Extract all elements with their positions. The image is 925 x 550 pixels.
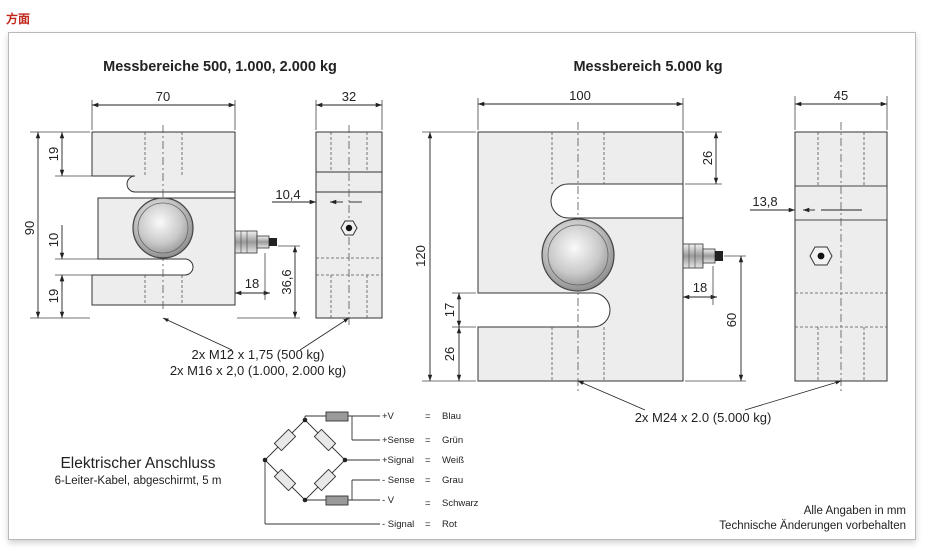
dim-right-bottom: 26 bbox=[442, 347, 457, 361]
right-cable-connector bbox=[682, 243, 723, 269]
dim-left-width: 70 bbox=[156, 89, 170, 104]
dim-left-offset: 18 bbox=[245, 276, 259, 291]
dim-right-top: 26 bbox=[700, 151, 715, 165]
wire-color-6: Rot bbox=[442, 519, 457, 530]
dim-right-width: 100 bbox=[569, 88, 591, 103]
left-thread-line-1: 2x M12 x 1,75 (500 kg) bbox=[192, 347, 325, 362]
left-hidden-lines bbox=[144, 132, 183, 305]
wire-signal-4: - Sense bbox=[382, 475, 415, 486]
bridge-nodes bbox=[262, 417, 348, 503]
wire-eq-6: = bbox=[425, 519, 431, 530]
wire-signal-6: - Signal bbox=[382, 519, 414, 530]
dim-right-offset: 18 bbox=[693, 280, 707, 295]
wire-color-2: Grün bbox=[442, 435, 463, 446]
electrical-title: Elektrischer Anschluss bbox=[60, 455, 215, 472]
dim-left-bottom: 19 bbox=[46, 289, 61, 303]
dim-right-conn: 60 bbox=[724, 313, 739, 327]
dim-left-height: 90 bbox=[22, 221, 37, 235]
bridge-circuit bbox=[264, 411, 380, 525]
wire-eq-2: = bbox=[425, 435, 431, 446]
wire-eq-1: = bbox=[425, 411, 431, 422]
wire-eq-3: = bbox=[425, 455, 431, 466]
wire-color-4: Grau bbox=[442, 475, 463, 486]
page-title: 方面 bbox=[6, 12, 31, 26]
dim-right-side-width: 45 bbox=[834, 88, 848, 103]
dim-right-height: 120 bbox=[413, 245, 428, 267]
dim-right-mid: 17 bbox=[442, 303, 457, 317]
left-thread-line-2: 2x M16 x 2,0 (1.000, 2.000 kg) bbox=[170, 363, 346, 378]
wire-color-3: Weiß bbox=[442, 455, 464, 466]
dim-left-mid: 10 bbox=[46, 233, 61, 247]
dim-left-top: 19 bbox=[46, 147, 61, 161]
dim-right-side-hole: 13,8 bbox=[752, 194, 777, 209]
wire-eq-5: = bbox=[425, 498, 431, 509]
right-load-boss bbox=[541, 218, 615, 292]
right-thread-line: 2x M24 x 2.0 (5.000 kg) bbox=[635, 410, 772, 425]
wire-signal-2: +Sense bbox=[382, 435, 415, 446]
electrical-subtitle: 6-Leiter-Kabel, abgeschirmt, 5 m bbox=[55, 475, 222, 487]
wire-signal-5: - V bbox=[382, 495, 395, 506]
left-load-boss bbox=[132, 197, 194, 259]
wire-color-1: Blau bbox=[442, 411, 461, 422]
dim-left-conn: 36,6 bbox=[279, 269, 294, 294]
wire-legend: +V = Blau +Sense = Grün +Signal = Weiß -… bbox=[382, 411, 479, 530]
wire-color-5: Schwarz bbox=[442, 498, 479, 509]
wire-signal-1: +V bbox=[382, 411, 395, 422]
left-heading: Messbereiche 500, 1.000, 2.000 kg bbox=[103, 59, 337, 75]
note-changes: Technische Änderungen vorbehalten bbox=[719, 520, 906, 532]
left-cable-connector bbox=[234, 230, 277, 254]
right-heading: Messbereich 5.000 kg bbox=[573, 59, 722, 75]
wire-eq-4: = bbox=[425, 475, 431, 486]
dim-left-side-width: 32 bbox=[342, 89, 356, 104]
wire-signal-3: +Signal bbox=[382, 455, 414, 466]
dim-left-side-hole: 10,4 bbox=[275, 187, 300, 202]
note-units: Alle Angaben in mm bbox=[804, 505, 906, 517]
